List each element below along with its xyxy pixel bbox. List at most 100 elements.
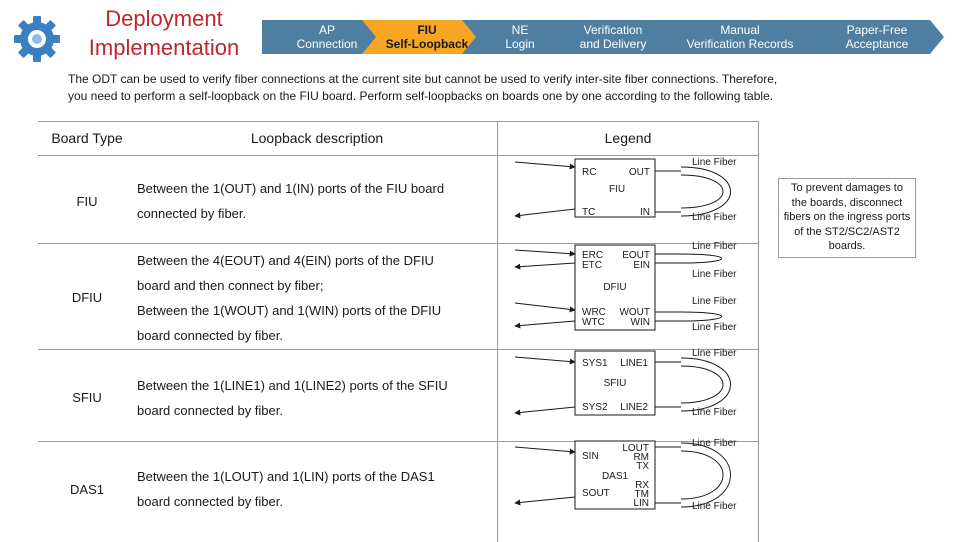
legend-das1: SIN LOUT RM TX DAS1 SOUT RX TM LIN Line … <box>514 438 737 512</box>
column-divider <box>497 121 498 542</box>
board-label: FIU <box>609 184 625 195</box>
description-line: connected by fiber. <box>137 206 247 221</box>
sfiu-board <box>574 350 656 416</box>
warning-note: To prevent damages to the boards, discon… <box>778 178 916 258</box>
line-fiber-label: Line Fiber <box>692 438 737 449</box>
description-line: Between the 1(OUT) and 1(IN) ports of th… <box>137 181 445 196</box>
loopback-table: Board Type Loopback description Legend F… <box>38 121 759 542</box>
description-line: Between the 4(EOUT) and 4(EIN) ports of … <box>137 253 434 268</box>
port-label-rm: RM <box>633 452 649 463</box>
header-board-type: Board Type <box>51 130 123 146</box>
port-label-win: WIN <box>631 317 650 328</box>
step-label: Self-Loopback <box>385 37 469 51</box>
step-label: Paper-Free <box>846 23 908 37</box>
legend-diagrams: RC OUT FIU TC IN Line Fiber Line Fiber E… <box>514 157 737 512</box>
legend-fiu: RC OUT FIU TC IN Line Fiber Line Fiber <box>514 157 737 223</box>
loopback-fiber <box>680 357 731 412</box>
port-label-tm: TM <box>635 489 649 500</box>
loopback-fiber <box>680 450 724 500</box>
fiber-arrow <box>514 320 576 329</box>
description-line: board connected by fiber. <box>137 403 283 418</box>
line-fiber-label: Line Fiber <box>692 407 737 418</box>
port-label-lout: LOUT <box>622 443 649 454</box>
description-line: board and then connect by fiber; <box>137 278 324 293</box>
step-label: Verification Records <box>686 37 794 51</box>
line-fiber-label: Line Fiber <box>692 157 737 168</box>
header-legend: Legend <box>604 130 652 146</box>
das1-board <box>574 440 656 510</box>
line-fiber-label: Line Fiber <box>692 241 737 252</box>
port-label-out: OUT <box>629 167 650 178</box>
port-label-line1: LINE1 <box>620 358 648 369</box>
port-label-sys1: SYS1 <box>582 358 608 369</box>
loopback-fiber <box>680 442 731 508</box>
port-label-rx: RX <box>635 480 649 491</box>
fiber-arrow <box>514 249 576 257</box>
port-label-wtc: WTC <box>582 317 605 328</box>
fiber-arrow <box>514 356 576 365</box>
intro-line-1: The ODT can be used to verify fiber conn… <box>68 72 778 86</box>
port-label-tc: TC <box>582 207 595 218</box>
page-title: Deployment Implementation <box>66 4 262 62</box>
intro-line-2: you need to perform a self-loopback on t… <box>68 89 774 103</box>
loopback-fiber <box>680 166 731 217</box>
port-label-line2: LINE2 <box>620 402 648 413</box>
port-label-tx: TX <box>636 461 649 472</box>
step-label: Verification <box>583 23 643 37</box>
fiber-arrow <box>514 302 576 313</box>
description-line: Between the 1(WOUT) and 1(WIN) ports of … <box>137 303 442 318</box>
description-line: Between the 1(LOUT) and 1(LIN) ports of … <box>137 469 435 484</box>
step-label: Acceptance <box>845 37 909 51</box>
loopback-fiber <box>680 174 724 209</box>
fiu-board <box>574 158 656 218</box>
title-line-1: Deployment <box>105 6 223 31</box>
line-fiber-label: Line Fiber <box>692 348 737 359</box>
step-label: FIU <box>417 23 437 37</box>
port-label-etc: ETC <box>582 260 602 271</box>
fiber-arrow <box>514 496 576 506</box>
legend-dfiu: ERC ETC EOUT EIN DFIU WRC WTC WOUT WIN L… <box>514 241 737 333</box>
table-border-top <box>38 121 758 122</box>
port-label-erc: ERC <box>582 250 603 261</box>
description-line: Between the 1(LINE1) and 1(LINE2) ports … <box>137 378 448 393</box>
step-label: and Delivery <box>579 37 647 51</box>
port-label-sout: SOUT <box>582 488 610 499</box>
board-label: SFIU <box>604 378 627 389</box>
port-label-lin: LIN <box>633 498 649 509</box>
port-label-wout: WOUT <box>619 307 650 318</box>
fiber-arrow <box>514 161 576 170</box>
port-label-ein: EIN <box>633 260 650 271</box>
step-label: Login <box>505 37 535 51</box>
line-fiber-label: Line Fiber <box>692 322 737 333</box>
step-label: Connection <box>296 37 358 51</box>
step-label: AP <box>318 23 335 37</box>
loopback-fiber <box>680 311 722 322</box>
step-label: NE <box>511 23 529 37</box>
port-label-eout: EOUT <box>622 250 650 261</box>
title-line-2: Implementation <box>88 35 240 60</box>
board-type-dfiu: DFIU <box>71 290 103 305</box>
intro-text: The ODT can be used to verify fiber conn… <box>68 71 928 105</box>
line-fiber-label: Line Fiber <box>692 501 737 512</box>
header-loopback-description: Loopback description <box>250 130 384 146</box>
board-type-das1: DAS1 <box>70 482 104 497</box>
port-label-sin: SIN <box>582 451 599 462</box>
dfiu-board <box>574 244 656 331</box>
line-fiber-label: Line Fiber <box>692 269 737 280</box>
port-label-sys2: SYS2 <box>582 402 608 413</box>
description-line: board connected by fiber. <box>137 328 283 343</box>
legend-sfiu: SYS1 LINE1 SFIU SYS2 LINE2 Line Fiber Li… <box>514 348 737 418</box>
row-divider <box>38 349 758 350</box>
fiber-arrow <box>514 446 576 455</box>
line-fiber-label: Line Fiber <box>692 212 737 223</box>
loopback-description-dfiu: Between the 4(EOUT) and 4(EIN) ports of … <box>137 248 497 348</box>
table-header-divider <box>38 155 758 156</box>
